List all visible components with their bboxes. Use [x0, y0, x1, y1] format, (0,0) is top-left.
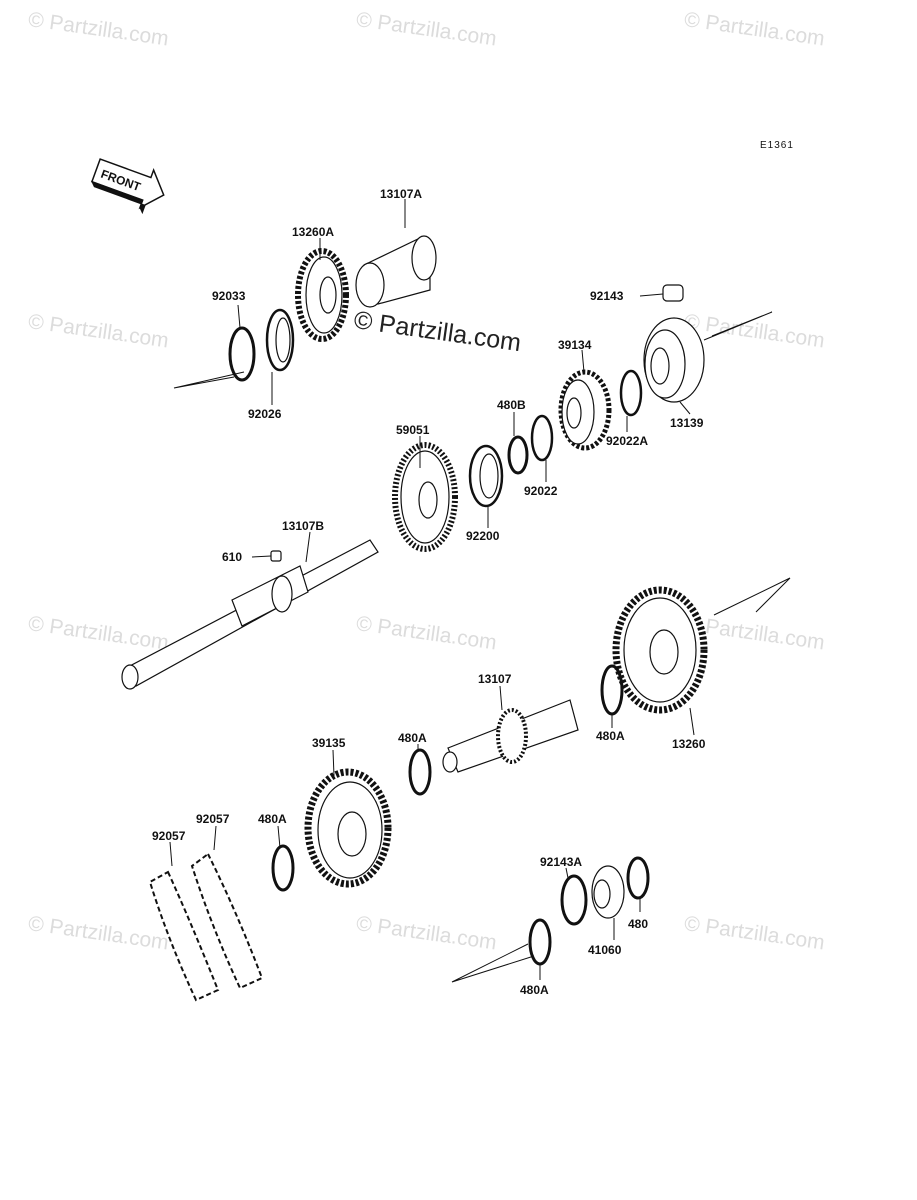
sleeve-13107A	[355, 199, 437, 308]
label-92200: 92200	[466, 529, 500, 543]
snap-ring-480A-1	[600, 664, 624, 728]
label-480A-3: 480A	[258, 812, 287, 826]
label-13107B: 13107B	[282, 519, 324, 533]
gear-13260A	[295, 238, 349, 342]
shaft-13107	[442, 685, 579, 773]
gear-39134	[558, 349, 612, 451]
label-39134: 39134	[558, 338, 592, 352]
pin-610	[251, 550, 282, 562]
snap-ring-480A-4	[528, 918, 552, 980]
gear-39135	[304, 749, 392, 888]
washer-92022	[530, 414, 554, 482]
snap-ring-480	[626, 856, 650, 912]
chain-92057-2	[190, 825, 264, 990]
label-92143A: 92143A	[540, 855, 582, 869]
washer-92200	[468, 444, 504, 528]
label-92026: 92026	[248, 407, 282, 421]
axis-lines	[173, 311, 791, 983]
label-610: 610	[222, 550, 242, 564]
front-arrow-icon: FRONT	[90, 158, 165, 215]
label-13139: 13139	[670, 416, 704, 430]
label-13107: 13107	[478, 672, 512, 686]
label-480: 480	[628, 917, 648, 931]
gear-59051	[392, 436, 458, 552]
shaft-13107B	[121, 531, 379, 690]
snap-ring-92033	[228, 304, 256, 382]
label-480A-1: 480A	[398, 731, 427, 745]
label-92057-1: 92057	[152, 829, 186, 843]
gear-13260	[612, 586, 708, 736]
washer-92022A	[619, 369, 643, 432]
label-480B: 480B	[497, 398, 526, 412]
label-39135: 39135	[312, 736, 346, 750]
label-480A-4: 480A	[520, 983, 549, 997]
diagram-code: E1361	[760, 140, 794, 151]
snap-ring-480A-3	[271, 825, 295, 892]
collar-92143A	[560, 867, 588, 926]
label-41060: 41060	[588, 943, 622, 957]
gear-13139	[643, 317, 705, 415]
label-59051: 59051	[396, 423, 430, 437]
label-13260: 13260	[672, 737, 706, 751]
chain-92057-1	[148, 841, 220, 1002]
label-92057-2: 92057	[196, 812, 230, 826]
label-92022: 92022	[524, 484, 558, 498]
label-13107A: 13107A	[380, 187, 422, 201]
label-480A-2: 480A	[596, 729, 625, 743]
spacer-41060	[591, 865, 625, 940]
snap-ring-480A-2	[408, 744, 432, 796]
label-92143: 92143	[590, 289, 624, 303]
washer-92026	[265, 308, 295, 405]
label-13260A: 13260A	[292, 225, 334, 239]
snap-ring-480B	[507, 412, 529, 475]
label-92022A: 92022A	[606, 434, 648, 448]
collar-92143	[639, 284, 684, 302]
label-92033: 92033	[212, 289, 246, 303]
